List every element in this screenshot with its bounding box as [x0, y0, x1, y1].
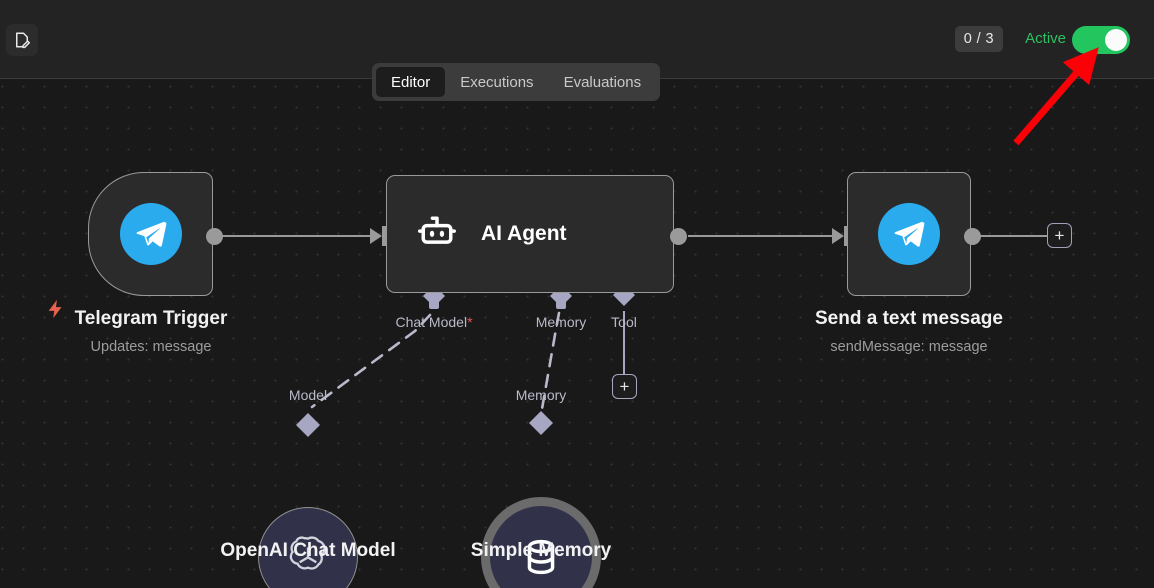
node-telegram-trigger[interactable] — [88, 172, 213, 296]
port-label-chat-model: Chat Model* — [395, 314, 473, 330]
toggle-knob — [1105, 29, 1127, 51]
port-label-memory: Memory — [535, 314, 587, 330]
node-label-simple-memory: Simple Memory — [470, 540, 612, 561]
lightning-bolt-icon — [45, 296, 67, 327]
trigger-output-dot[interactable] — [206, 228, 223, 245]
telegram-icon — [119, 203, 182, 265]
node-label-telegram-trigger: Telegram Trigger — [74, 308, 228, 329]
node-subtitle-telegram-trigger: Updates: message — [90, 339, 212, 355]
add-node-after-send-button[interactable]: + — [1047, 223, 1072, 248]
tab-editor[interactable]: Editor — [376, 67, 446, 97]
robot-icon — [415, 210, 459, 259]
tab-executions[interactable]: Executions — [460, 73, 534, 91]
node-label-openai-chat-model: OpenAI Chat Model — [220, 540, 396, 561]
tab-evaluations[interactable]: Evaluations — [563, 73, 642, 91]
node-openai-chat-model[interactable] — [258, 507, 358, 588]
active-toggle[interactable] — [1072, 26, 1130, 54]
node-ai-agent[interactable]: AI Agent — [386, 175, 674, 293]
node-simple-memory[interactable] — [481, 497, 601, 588]
add-tool-node-button[interactable]: + — [612, 374, 637, 399]
view-tabs: Editor Executions Evaluations — [372, 63, 661, 101]
node-send-text-message[interactable] — [847, 172, 971, 296]
edit-document-icon[interactable] — [6, 24, 38, 56]
node-subtitle-send-text-message: sendMessage: message — [830, 339, 988, 355]
port-label-tool: Tool — [611, 314, 637, 330]
connection-wires — [222, 226, 1047, 437]
send-output-dot[interactable] — [964, 228, 981, 245]
sub-port-label-model: Model — [288, 387, 328, 403]
node-label-ai-agent: AI Agent — [481, 222, 567, 245]
telegram-icon — [878, 203, 940, 265]
workflow-canvas[interactable]: Telegram Trigger Updates: message AI Age… — [0, 79, 1154, 588]
node-label-send-text-message: Send a text message — [815, 308, 1003, 329]
active-status-label: Active — [1025, 30, 1066, 47]
execution-counter-badge: 0 / 3 — [954, 26, 1003, 52]
sub-port-label-memory: Memory — [515, 387, 567, 403]
agent-output-dot[interactable] — [670, 228, 687, 245]
